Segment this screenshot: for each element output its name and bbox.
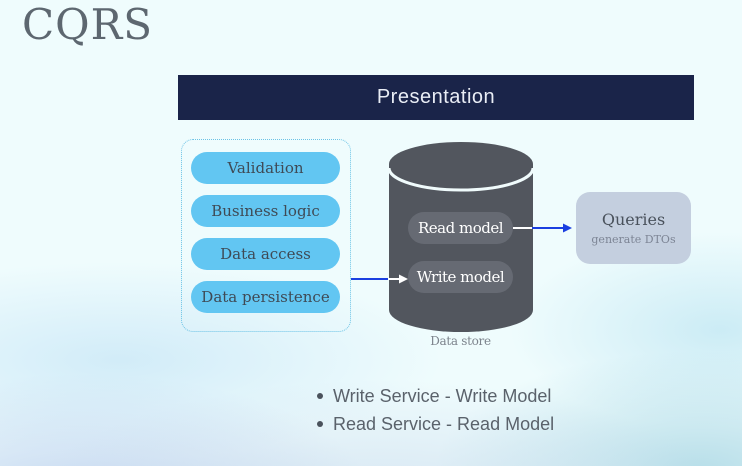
layer-data-persistence: Data persistence [191,281,340,313]
data-store-label: Data store [430,334,491,348]
bullet-dot-icon [317,421,323,427]
queries-box: Queries generate DTOs [576,192,691,264]
presentation-label: Presentation [376,86,496,108]
bullet-list: Write Service - Write Model Read Service… [317,382,554,438]
service-layer-group [181,139,351,332]
read-arrow [513,223,572,233]
bullet-dot-icon [317,393,323,399]
write-arrow [351,274,408,284]
bullet-item: Read Service - Read Model [317,410,554,438]
bullet-text: Write Service - Write Model [333,385,552,406]
bullet-text: Read Service - Read Model [333,413,555,434]
cylinder-top [389,142,533,186]
layer-validation: Validation [191,152,340,184]
write-model: Write model [408,261,513,293]
queries-subtitle: generate DTOs [591,233,676,246]
queries-title: Queries [601,210,666,229]
layer-business-logic: Business logic [191,195,340,227]
slide-title: CQRS [22,0,153,49]
layer-data-access: Data access [191,238,340,270]
cylinder-rim [388,167,534,192]
bullet-item: Write Service - Write Model [317,382,554,410]
presentation-layer: Presentation [178,75,694,120]
read-model: Read model [408,212,513,244]
